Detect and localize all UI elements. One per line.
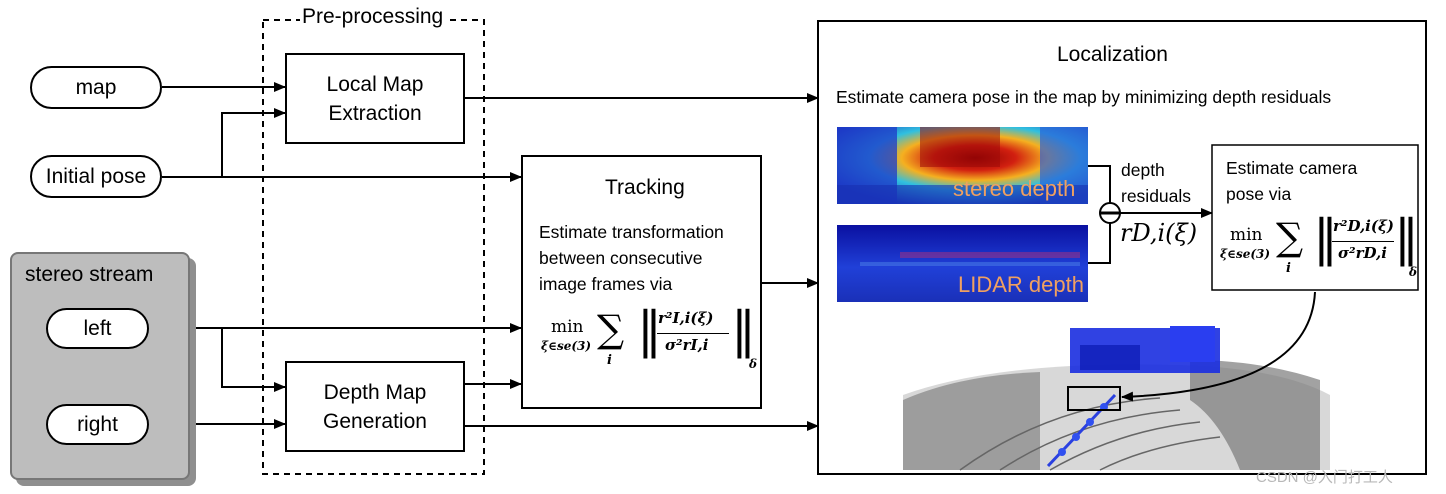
localization-description: Estimate camera pose in the map by minim… xyxy=(836,87,1332,107)
initial-pose-input: Initial pose xyxy=(30,155,162,198)
localization-title: Localization xyxy=(1057,43,1168,66)
estimate-pose-box xyxy=(1211,144,1419,291)
tracking-description: Estimate transformation between consecut… xyxy=(539,222,724,294)
estimate-pose-content: Estimate camera pose via min ξ∈se(3) ∑ i… xyxy=(1212,145,1419,290)
preprocessing-title: Pre-processing xyxy=(300,5,446,29)
tracking-formula: min ξ∈se(3) ∑ i ‖ r²I,i(ξ) σ²rI,i ‖ δ xyxy=(541,301,758,371)
stereo-stream-title: stereo stream xyxy=(25,263,154,286)
lidar-depth-image xyxy=(837,225,1088,302)
lidar-depth-label: LIDAR depth xyxy=(958,272,1084,297)
stereo-depth-label: stereo depth xyxy=(953,176,1076,201)
local-map-label-2: Extraction xyxy=(328,101,422,125)
arrow-estimate-to-point-cloud xyxy=(1121,291,1316,402)
depth-map-label-1: Depth Map xyxy=(323,380,427,404)
map-input: map xyxy=(30,66,162,109)
tracking-box: Tracking Estimate transformation between… xyxy=(521,155,762,409)
camera-pose-marker xyxy=(1067,386,1121,411)
local-map-extraction-box: Local Map Extraction xyxy=(285,53,465,144)
point-cloud-image xyxy=(903,326,1330,471)
stereo-stream-block: stereo stream xyxy=(10,252,190,480)
local-map-label-1: Local Map xyxy=(326,72,424,96)
estimate-pose-description: Estimate camera pose via xyxy=(1226,158,1358,204)
watermark: CSDN @入门打工人 xyxy=(1256,469,1393,486)
estimate-pose-formula: min ξ∈se(3) ∑ i ‖ r²D,i(ξ) σ²rD,i ‖ δ xyxy=(1220,209,1419,279)
residual-symbol: rD,i(ξ) xyxy=(1120,219,1198,247)
tracking-title: Tracking xyxy=(605,176,685,199)
stereo-depth-image xyxy=(837,127,1088,204)
arrow-initial-pose-to-local-map xyxy=(221,108,286,177)
depth-map-generation-box: Depth Map Generation xyxy=(285,361,465,452)
lidar-to-subtract xyxy=(1088,223,1111,264)
arrow-left-to-depth-map xyxy=(221,328,286,392)
depth-map-label-2: Generation xyxy=(323,409,427,433)
right-input: right xyxy=(46,404,149,445)
residual-label: depth residuals xyxy=(1121,160,1192,206)
stereo-to-subtract xyxy=(1088,165,1111,203)
left-input: left xyxy=(46,308,149,349)
